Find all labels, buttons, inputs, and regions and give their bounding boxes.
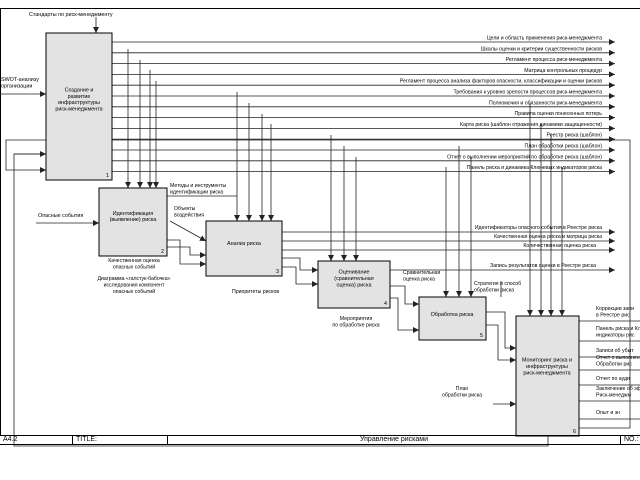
activity-box-5[interactable] bbox=[418, 296, 487, 341]
b6-output-label-3: Записи об убыт bbox=[596, 348, 634, 354]
footer-bar bbox=[0, 435, 640, 445]
label-quant: Количественная оценка риска bbox=[523, 243, 596, 249]
b1-output-label-6: Требования к уровню зрелости процессов р… bbox=[454, 90, 603, 96]
label-measures: Мероприятия bbox=[340, 316, 373, 322]
activity-box-6[interactable] bbox=[515, 315, 580, 437]
b1-output-label-1: Цели и область применения риск-менеджмен… bbox=[487, 36, 602, 42]
activity-label-b1: Создание и bbox=[65, 88, 94, 94]
b6-output-label-4: Обработки рис bbox=[596, 362, 632, 368]
label-comparative: Сравнительная bbox=[403, 270, 441, 276]
b6-output-label-7: Опыт и зн bbox=[596, 410, 620, 416]
b1-output-label-3: Регламент процесса риск-менеджмента bbox=[506, 57, 602, 63]
activity-box-4[interactable] bbox=[317, 260, 391, 309]
b1-output-label-13: Панель риска и динамика Ключевых индикат… bbox=[467, 165, 602, 171]
activity-label-b6: Мониторинг риска и bbox=[522, 358, 572, 364]
label-methods: Методы и инструменты bbox=[170, 183, 227, 189]
node-number: A4.2 bbox=[0, 435, 73, 444]
activity-box-3[interactable] bbox=[205, 220, 283, 277]
b1-output-label-10: Реестр риска (шаблон) bbox=[547, 133, 603, 139]
control-standards-label: Стандарты по риск-менеджменту bbox=[29, 12, 113, 18]
activity-box-2[interactable] bbox=[98, 187, 168, 257]
label-ids-registry: Идентификаторы опасного события в Реестр… bbox=[475, 225, 602, 231]
label-plan: План bbox=[456, 386, 469, 392]
b6-output-label-6: Заключение об эфф bbox=[596, 386, 640, 392]
b1-output-label-7: Полномочия и обязанности риск-менеджмент… bbox=[489, 100, 602, 106]
b1-output-label-8: Правила оценки понесенных потерь bbox=[515, 111, 603, 117]
label-plan: обработки риска bbox=[442, 393, 482, 399]
arrow-bowtie bbox=[167, 239, 206, 267]
b1-output-label-12: Отчет о выполнении мероприятий по обрабо… bbox=[447, 153, 602, 160]
number-label: NO.: bbox=[624, 436, 639, 443]
activity-number-b4: 4 bbox=[384, 301, 387, 307]
diagram-title: Управление рисками bbox=[168, 435, 621, 444]
activity-label-b6: инфраструктуры bbox=[526, 364, 568, 370]
arrow-b4-b5 bbox=[390, 285, 419, 307]
b6-output-label-2: индикаторы рис bbox=[596, 333, 635, 339]
arrow-b4-b5-b bbox=[390, 297, 419, 333]
activity-label-b1: развитие bbox=[68, 94, 91, 100]
activity-label-b4: Оценивание bbox=[339, 270, 370, 276]
b1-output-label-9: Карта риска (шаблон отражения динамики з… bbox=[460, 122, 602, 128]
label-priorities: Приоритеты рисков bbox=[232, 289, 279, 295]
activity-number-b6: 6 bbox=[573, 429, 576, 435]
label-measures: по обработке риска bbox=[332, 323, 379, 329]
arrow-b2-b3 bbox=[169, 220, 207, 242]
activity-number-b2: 2 bbox=[161, 249, 164, 255]
input-swot-label: SWOT-анализу bbox=[1, 77, 39, 83]
arrow-b5-b6-b bbox=[486, 324, 516, 363]
title-label: TITLE: bbox=[73, 435, 168, 444]
label-methods: идентификации риска bbox=[170, 190, 223, 196]
label-objects: воздействия bbox=[174, 212, 204, 219]
label-bowtie: Диаграмма «галстук-бабочка» bbox=[98, 276, 171, 282]
label-qual-matrix: Качественная оценка риска и матрица риск… bbox=[494, 234, 602, 240]
label-bowtie: исследования компонент bbox=[104, 283, 165, 289]
arrow-b3-b4-b bbox=[282, 266, 318, 287]
b1-output-label-2: Шкалы оценки и критерии существенности р… bbox=[481, 46, 602, 52]
b1-output-label-4: Матрица контрольных процедур bbox=[524, 68, 602, 74]
label-comparative: оценка риска bbox=[403, 277, 435, 283]
b6-output-label-4: Отчет о выполнени bbox=[596, 355, 640, 361]
activity-label-b2: Идентификация bbox=[113, 211, 153, 217]
arrow-qualitative bbox=[167, 246, 206, 258]
feedback-loop-a bbox=[5, 139, 631, 429]
b1-output-label-5: Регламент процесса анализа факторов опас… bbox=[400, 79, 602, 85]
label-strategy: Стратегия и способ bbox=[474, 281, 521, 287]
b6-output-label-1: в Реестре рис bbox=[596, 313, 630, 319]
activity-label-b1: риск-менеджмента bbox=[55, 106, 102, 112]
activity-number-b1: 1 bbox=[106, 173, 109, 179]
label-bowtie: опасных событий bbox=[113, 288, 155, 295]
activity-label-b5: Обработка риска bbox=[431, 312, 474, 318]
label-strategy: обработки риска bbox=[474, 288, 514, 294]
label-qualitative: опасных событий bbox=[113, 264, 155, 271]
activity-label-b4: (сравнительная bbox=[334, 276, 373, 282]
b6-output-label-2: Панель риска и Клю bbox=[596, 326, 640, 332]
input-swot-label: организации bbox=[1, 84, 32, 90]
activity-label-b4: оценка) риска bbox=[337, 282, 372, 288]
label-record-results: Запись результатов оценки в Реестре риск… bbox=[490, 263, 596, 269]
b6-output-label-5: Отчет по ауди bbox=[596, 376, 630, 382]
activity-number-b3: 3 bbox=[276, 269, 279, 275]
label-objects: Объекты bbox=[174, 206, 196, 212]
activity-box-1[interactable] bbox=[45, 32, 113, 181]
activity-number-b5: 5 bbox=[480, 333, 483, 339]
activity-label-b6: риск-менеджмента bbox=[523, 370, 570, 376]
arrow-b5-b6 bbox=[486, 311, 516, 351]
activity-label-b2: (выявление) риска bbox=[110, 217, 157, 223]
b1-output-label-11: План обработки риска (шаблон) bbox=[525, 144, 603, 150]
activity-label-b1: инфраструктуры bbox=[58, 100, 100, 106]
b6-output-label-1: Коррекции запи bbox=[596, 306, 634, 312]
input-hazard-label: Опасные события bbox=[38, 213, 83, 219]
label-qualitative: Качественная оценка bbox=[108, 258, 160, 264]
b6-output-label-6: Риск-менеджм bbox=[596, 393, 632, 399]
arrow-b3-b4 bbox=[282, 257, 318, 273]
activity-label-b3: Анализ риска bbox=[227, 241, 261, 247]
